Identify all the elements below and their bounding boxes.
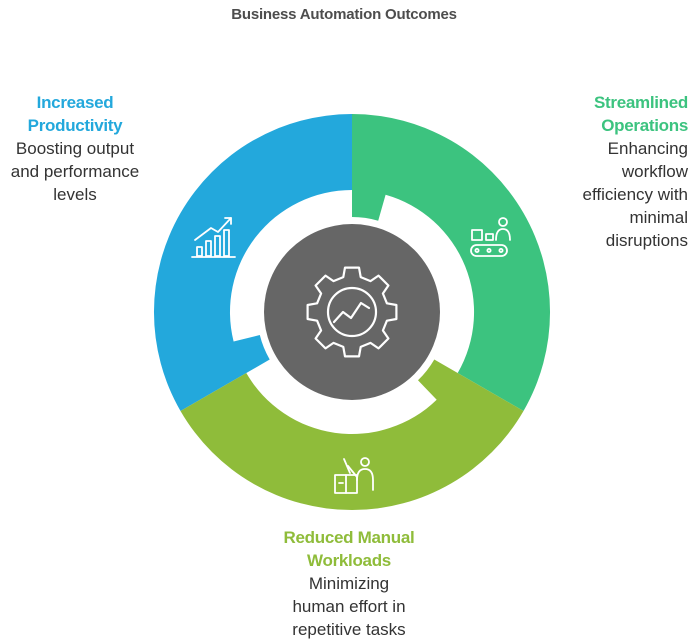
gear-with-chart-icon — [306, 266, 398, 358]
heading-line: Productivity — [27, 116, 123, 135]
description-line: human effort in — [292, 597, 406, 616]
description-line: levels — [53, 185, 97, 204]
description-line: disruptions — [605, 231, 688, 250]
description-line: and performance — [10, 162, 140, 181]
diagram-title: Business Automation Outcomes — [231, 6, 457, 23]
description-line: minimal — [629, 208, 688, 227]
center-hub — [264, 224, 440, 400]
segment-reduced-manual-workloads — [180, 359, 524, 511]
description-line: Minimizing — [308, 574, 390, 593]
description-line: Enhancing — [607, 139, 688, 158]
description-line: efficiency with — [582, 185, 688, 204]
heading-line: Reduced Manual — [283, 528, 415, 547]
heading-line: Workloads — [307, 551, 391, 570]
label-increased-productivity: Increased Productivity Boosting output a… — [0, 91, 150, 206]
label-reduced-manual-workloads: Reduced Manual Workloads Minimizing huma… — [244, 526, 454, 641]
heading-line: Increased — [36, 93, 114, 112]
segment-increased-productivity — [153, 113, 352, 411]
conveyor-belt-icon — [470, 217, 511, 257]
label-streamlined-operations: Streamlined Operations Enhancing workflo… — [548, 91, 688, 252]
description-line: Boosting output — [15, 139, 135, 158]
segment-streamlined-operations — [352, 113, 551, 411]
growth-chart-icon — [191, 217, 236, 258]
heading-line: Operations — [601, 116, 688, 135]
worker-at-desk-icon — [334, 457, 374, 494]
heading-line: Streamlined — [593, 93, 688, 112]
description-line: workflow — [621, 162, 688, 181]
description-line: repetitive tasks — [292, 620, 406, 639]
